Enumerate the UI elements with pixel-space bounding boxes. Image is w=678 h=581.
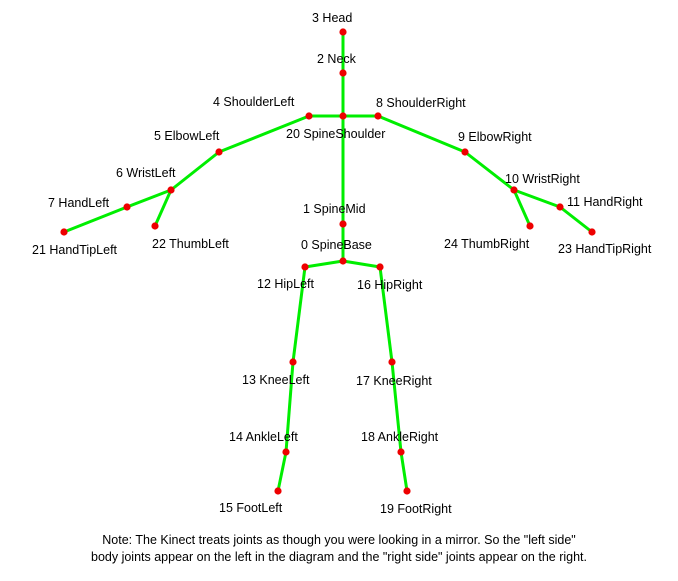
joint-1	[339, 220, 347, 228]
joint-12	[301, 263, 309, 271]
joint-label-19: 19 FootRight	[380, 502, 452, 516]
joint-label-24: 24 ThumbRight	[444, 237, 530, 251]
joint-7	[123, 203, 131, 211]
bone-17-18	[390, 360, 403, 454]
bone-4-5	[217, 114, 311, 154]
joint-8	[374, 112, 382, 120]
labels-layer: 0 SpineBase 1 SpineMid 2 Neck 3 Head 4 Shoul…	[32, 11, 652, 516]
joint-label-16: 16 HipRight	[357, 278, 423, 292]
bone-16-17	[378, 265, 394, 364]
joint-16	[376, 263, 384, 271]
note-line-1: Note: The Kinect treats joints as though…	[102, 533, 576, 547]
joint-15	[274, 487, 282, 495]
joint-20	[339, 112, 347, 120]
joint-24	[526, 222, 534, 230]
joint-2	[339, 69, 347, 77]
bone-10-24	[512, 188, 532, 228]
joint-22	[151, 222, 159, 230]
bone-7-21	[62, 205, 129, 234]
bone-6-7	[125, 188, 173, 209]
joint-label-14: 14 AnkleLeft	[229, 430, 298, 444]
joint-13	[289, 358, 297, 366]
joint-label-20: 20 SpineShoulder	[286, 127, 385, 141]
joint-18	[397, 448, 405, 456]
joint-label-9: 9 ElbowRight	[458, 130, 532, 144]
joint-label-13: 13 KneeLeft	[242, 373, 310, 387]
joint-9	[461, 148, 469, 156]
joint-label-7: 7 HandLeft	[48, 196, 110, 210]
joint-14	[282, 448, 290, 456]
joint-label-23: 23 HandTipRight	[558, 242, 652, 256]
bone-18-19	[399, 450, 409, 493]
joint-label-22: 22 ThumbLeft	[152, 237, 229, 251]
bone-0-16	[341, 259, 382, 269]
joint-label-21: 21 HandTipLeft	[32, 243, 118, 257]
joint-label-2: 2 Neck	[317, 52, 357, 66]
skeleton-svg: 0 SpineBase 1 SpineMid 2 Neck 3 Head 4 Shoul…	[32, 11, 652, 516]
bones-layer	[62, 30, 594, 493]
note-line-2: body joints appear on the left in the di…	[91, 550, 587, 564]
bone-6-22	[153, 188, 173, 228]
joint-label-11: 11 HandRight	[567, 195, 643, 209]
joint-3	[339, 28, 347, 36]
joint-label-8: 8 ShoulderRight	[376, 96, 466, 110]
bone-0-12	[303, 259, 345, 269]
bone-12-13	[291, 265, 307, 364]
joint-6	[167, 186, 175, 194]
joint-17	[388, 358, 396, 366]
joint-label-10: 10 WristRight	[505, 172, 580, 186]
joint-4	[305, 112, 313, 120]
bone-8-9	[376, 114, 467, 154]
bone-14-15	[276, 450, 288, 493]
joint-5	[215, 148, 223, 156]
joint-label-4: 4 ShoulderLeft	[213, 95, 295, 109]
bone-5-6	[169, 150, 221, 192]
joint-11	[556, 203, 564, 211]
joint-label-3: 3 Head	[312, 11, 352, 25]
joint-label-12: 12 HipLeft	[257, 277, 315, 291]
joint-label-6: 6 WristLeft	[116, 166, 176, 180]
bone-9-10	[463, 150, 516, 192]
joints-layer	[60, 28, 596, 495]
joint-label-17: 17 KneeRight	[356, 374, 432, 388]
joint-label-1: 1 SpineMid	[303, 202, 366, 216]
bone-13-14	[284, 360, 295, 454]
joint-label-0: 0 SpineBase	[301, 238, 372, 252]
bone-11-23	[558, 205, 594, 234]
joint-label-5: 5 ElbowLeft	[154, 129, 220, 143]
joint-21	[60, 228, 68, 236]
joint-0	[339, 257, 347, 265]
joint-10	[510, 186, 518, 194]
bone-10-11	[512, 188, 562, 209]
joint-19	[403, 487, 411, 495]
joint-label-15: 15 FootLeft	[219, 501, 283, 515]
joint-23	[588, 228, 596, 236]
joint-label-18: 18 AnkleRight	[361, 430, 439, 444]
